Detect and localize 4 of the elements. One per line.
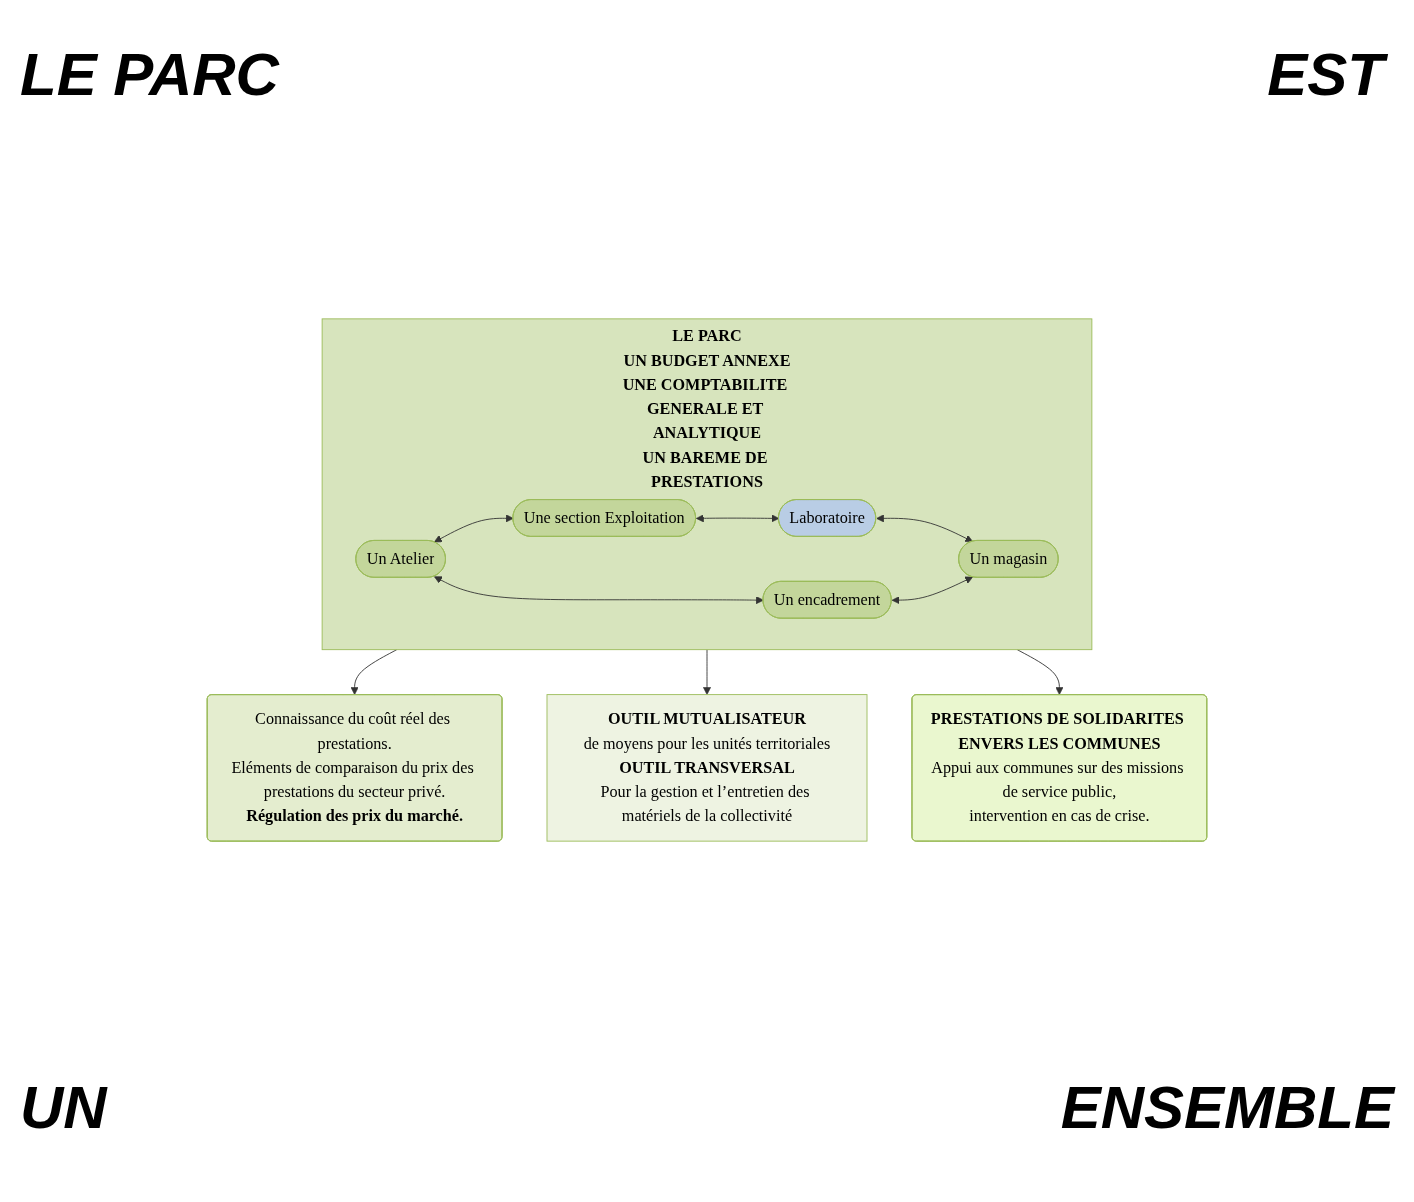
slogan-word: ENSEMBLE xyxy=(1060,1073,1394,1142)
node-box: OUTIL MUTUALISATEUR de moyens pour les unités territoriales OUTIL TRANSVERSAL Pour la gestion et l’entretien des matériels de la collectivité xyxy=(546,694,868,842)
slogan-word: UN xyxy=(20,1073,107,1142)
slogan-word: LE PARC xyxy=(20,40,279,109)
